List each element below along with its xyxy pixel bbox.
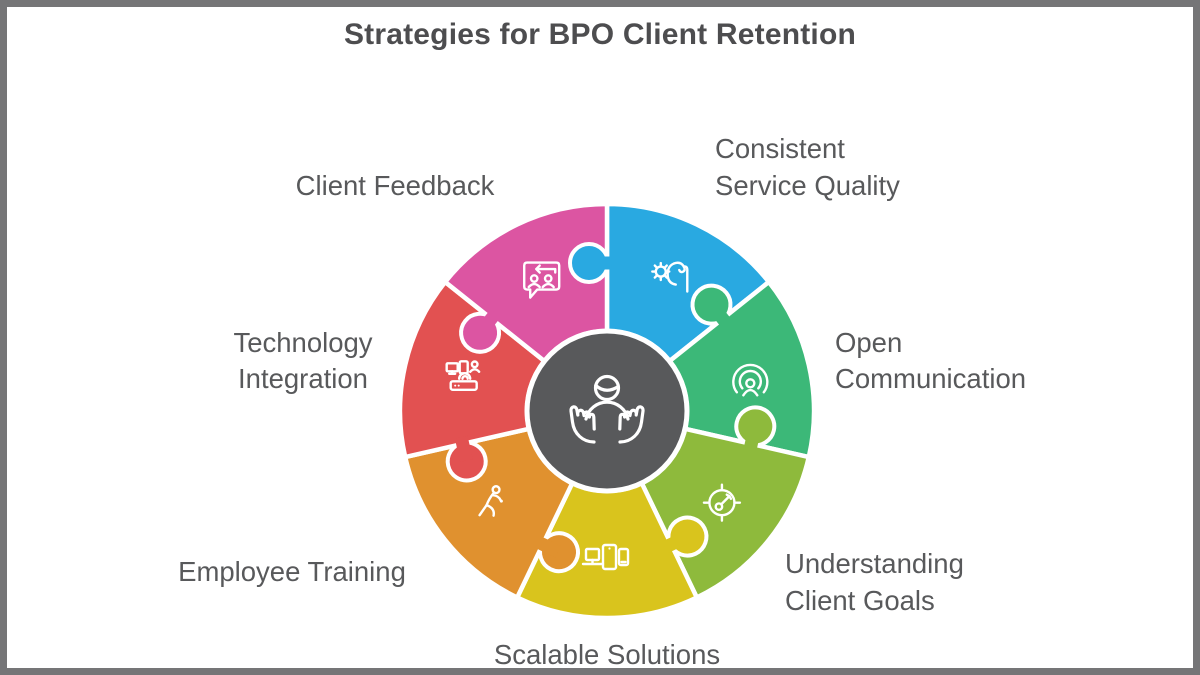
hand-gear-icon bbox=[651, 261, 689, 293]
segment-label-client-feedback: Client Feedback bbox=[296, 170, 495, 201]
training-person-icon bbox=[478, 485, 503, 517]
goal-target-icon bbox=[702, 483, 742, 522]
puzzle-knob-client-feedback bbox=[459, 309, 502, 354]
segment-label-technology-integration: Technology bbox=[233, 327, 372, 358]
segment-label-understanding-client-goals: Understanding bbox=[785, 548, 964, 579]
client-care-hands-icon bbox=[569, 374, 645, 444]
segment-label-consistent-service-quality: Service Quality bbox=[715, 170, 900, 201]
segment-label-consistent-service-quality: Consistent bbox=[715, 133, 845, 164]
segment-label-technology-integration: Integration bbox=[238, 363, 368, 394]
feedback-chat-icon bbox=[523, 261, 561, 299]
segment-label-scalable-solutions: Scalable Solutions bbox=[494, 639, 720, 670]
segment-label-employee-training: Employee Training bbox=[178, 556, 406, 587]
devices-icon bbox=[581, 543, 630, 571]
puzzle-knob-employee-training bbox=[533, 531, 581, 574]
puzzle-knob-scalable-solutions bbox=[662, 515, 709, 558]
puzzle-knob-open-communication bbox=[690, 283, 733, 329]
segment-label-open-communication: Open bbox=[835, 327, 902, 358]
segment-label-open-communication: Communication bbox=[835, 363, 1026, 394]
puzzle-knob-technology-integration bbox=[445, 435, 488, 483]
broadcast-icon bbox=[732, 363, 769, 397]
puzzle-knob-understanding-client-goals bbox=[734, 405, 777, 453]
page-title: Strategies for BPO Client Retention bbox=[343, 18, 857, 51]
tech-network-icon bbox=[445, 360, 481, 391]
segment-label-understanding-client-goals: Client Goals bbox=[785, 585, 935, 616]
puzzle-knob-consistent-service-quality bbox=[568, 242, 614, 284]
center-circle bbox=[524, 328, 690, 494]
